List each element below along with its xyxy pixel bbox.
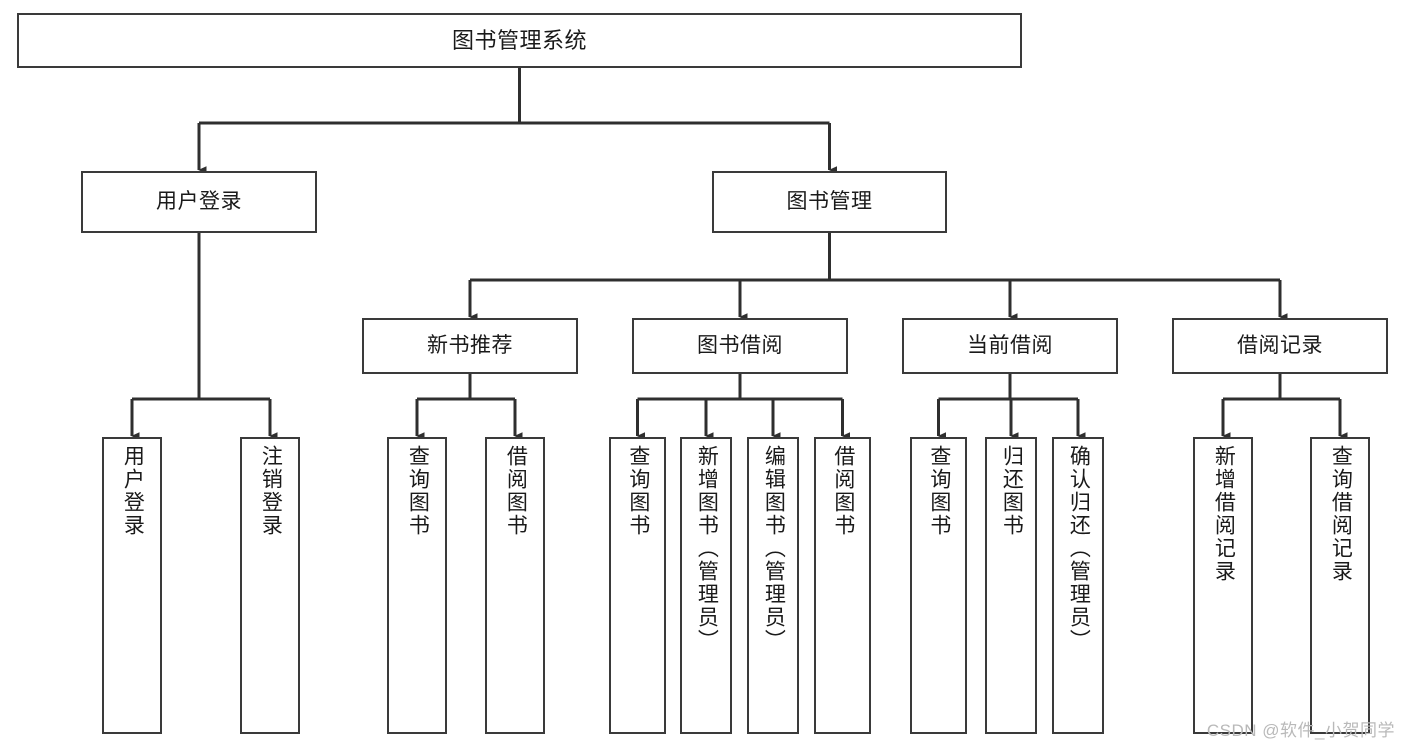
node-label: 查询借阅记录 <box>1329 445 1353 583</box>
node-book-borrow[interactable]: 图书借阅 <box>632 318 848 374</box>
node-label: 新书推荐 <box>427 333 513 357</box>
node-leaf-add-book-admin[interactable]: 新增图书（管理员） <box>680 437 732 734</box>
node-leaf-confirm-return-admin[interactable]: 确认归还（管理员） <box>1052 437 1104 734</box>
node-borrow-record[interactable]: 借阅记录 <box>1172 318 1388 374</box>
node-leaf-add-borrow-record[interactable]: 新增借阅记录 <box>1193 437 1253 734</box>
connector-group <box>130 68 1348 440</box>
node-label: 借阅记录 <box>1237 333 1323 357</box>
node-leaf-return-book[interactable]: 归还图书 <box>985 437 1037 734</box>
node-label: 图书管理 <box>786 189 873 213</box>
node-label: 归还图书 <box>1000 445 1024 537</box>
node-label: 查询图书 <box>406 445 430 537</box>
node-leaf-logout[interactable]: 注销登录 <box>240 437 300 734</box>
node-leaf-query-book-current[interactable]: 查询图书 <box>910 437 967 734</box>
node-label: 借阅图书 <box>831 445 855 537</box>
node-leaf-query-borrow-record[interactable]: 查询借阅记录 <box>1310 437 1370 734</box>
node-label: 用户登录 <box>121 445 145 537</box>
node-label: 查询图书 <box>927 445 951 537</box>
node-label: 新增图书（管理员） <box>695 445 719 652</box>
node-label: 图书管理系统 <box>451 27 587 53</box>
watermark: CSDN @软件_小贺同学 <box>1206 721 1395 740</box>
node-label: 借阅图书 <box>504 445 528 537</box>
node-user-login[interactable]: 用户登录 <box>81 171 317 233</box>
node-leaf-user-login[interactable]: 用户登录 <box>102 437 162 734</box>
node-new-book-recommend[interactable]: 新书推荐 <box>362 318 578 374</box>
node-label: 注销登录 <box>259 445 283 537</box>
node-leaf-borrow-book[interactable]: 借阅图书 <box>814 437 871 734</box>
node-leaf-query-book-borrow[interactable]: 查询图书 <box>609 437 666 734</box>
node-label: 查询图书 <box>626 445 650 537</box>
node-leaf-query-book-recommend[interactable]: 查询图书 <box>387 437 447 734</box>
node-leaf-borrow-book-recommend[interactable]: 借阅图书 <box>485 437 545 734</box>
node-leaf-edit-book-admin[interactable]: 编辑图书（管理员） <box>747 437 799 734</box>
node-label: 用户登录 <box>156 189 242 213</box>
node-book-manage[interactable]: 图书管理 <box>712 171 947 233</box>
node-label: 编辑图书（管理员） <box>762 445 786 652</box>
node-label: 确认归还（管理员） <box>1067 445 1091 652</box>
node-label: 图书借阅 <box>697 333 783 357</box>
node-root[interactable]: 图书管理系统 <box>17 13 1022 68</box>
node-label: 新增借阅记录 <box>1212 445 1236 583</box>
node-label: 当前借阅 <box>967 333 1053 357</box>
node-current-borrow[interactable]: 当前借阅 <box>902 318 1118 374</box>
